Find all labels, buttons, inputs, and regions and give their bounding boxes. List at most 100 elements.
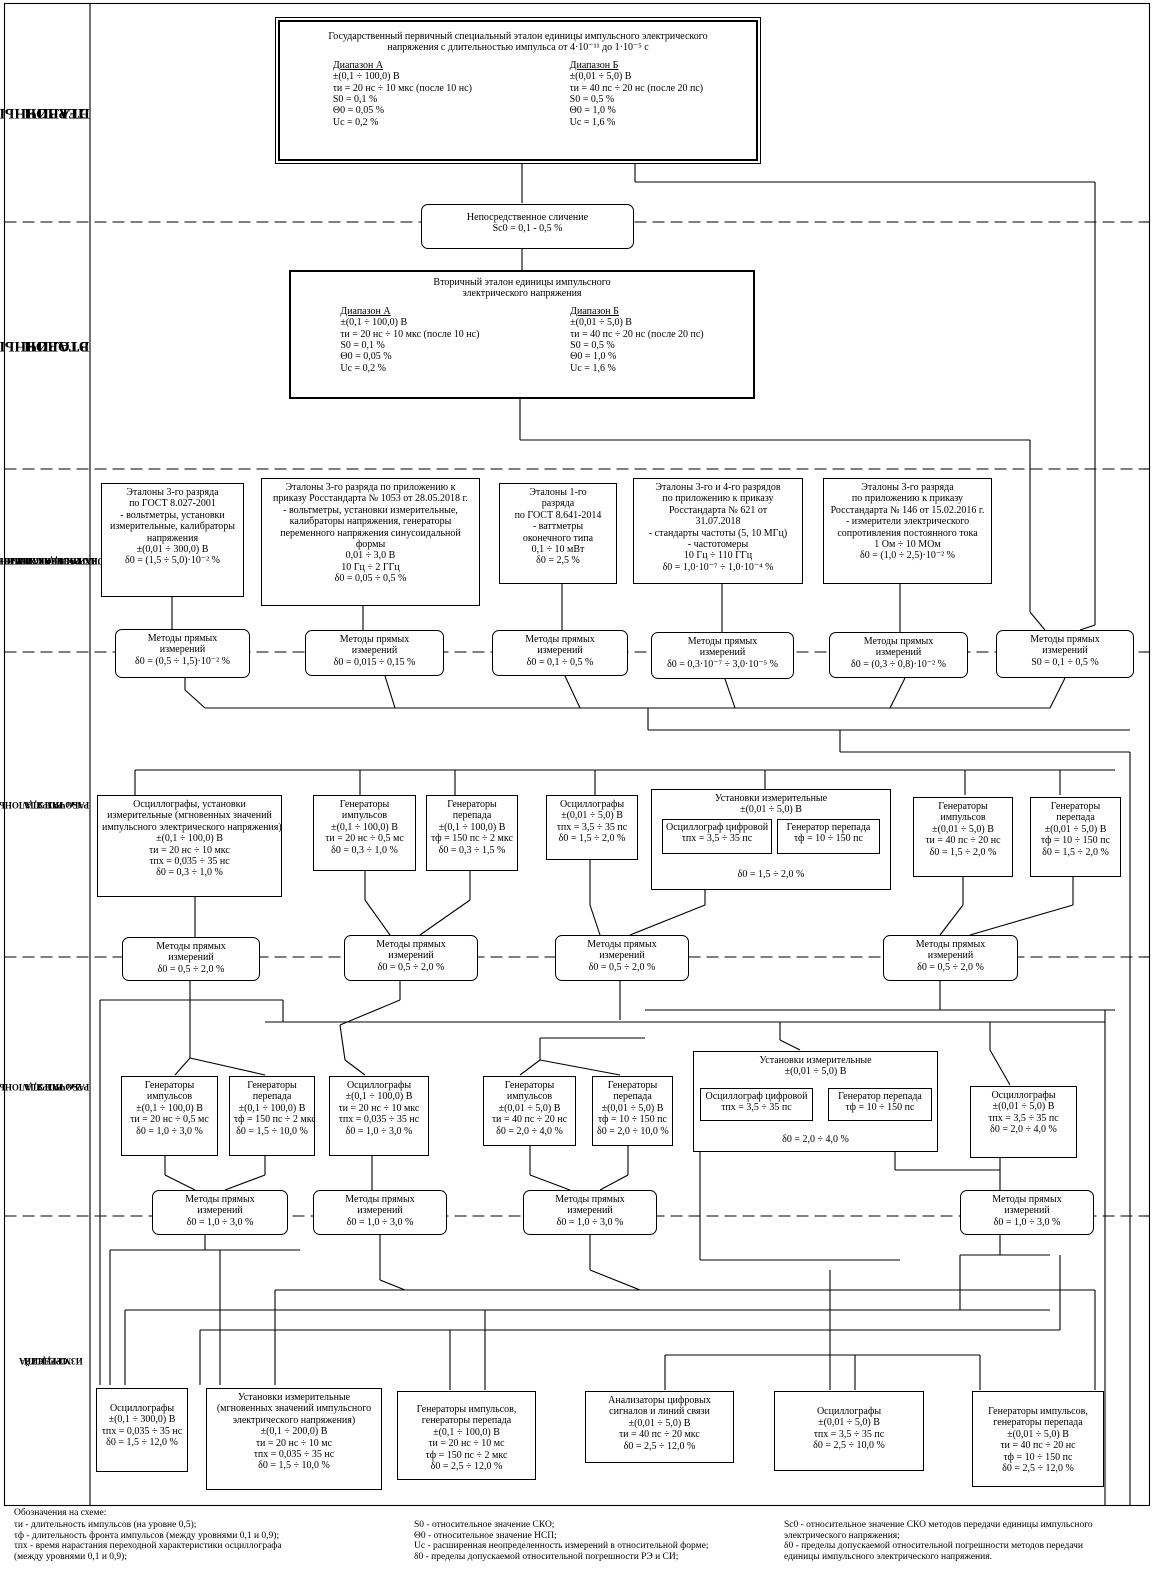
box-line: δ0 = 0,3 ÷ 1,5 % (438, 844, 506, 856)
range-line: τи = 40 пс ÷ 20 нс (после 20 пс) (570, 328, 704, 340)
box-line: ±(0,1 ÷ 100,0) В (345, 1091, 413, 1103)
level-label-line: ИЗМЕРЕНИЙ (23, 1355, 83, 1366)
box-line: 10 Гц ÷ 2 ГГц (341, 561, 400, 573)
box-line: Генераторы (144, 1080, 195, 1091)
legend-line: Sc0 - относительное значение СКО методов… (784, 1520, 1093, 1530)
method-line: δ0 = 0,5 ÷ 2,0 % (917, 961, 984, 973)
instrument-generators: Генераторы импульсов,генераторы перепада… (397, 1391, 536, 1480)
box-line: τф = 150 пс ÷ 2 мкс (425, 1449, 508, 1461)
range-line: S0 = 0,1 % (332, 94, 378, 106)
box-line: приказу Росстандарта № 1053 от 28.05.201… (273, 493, 468, 505)
box-line: Эталоны 3-го разряда (126, 487, 219, 498)
level-label-primary: ПЕРВИЧНЫЙЭТАЛОН (0, 5, 90, 221)
range-line: τи = 20 нс ÷ 10 мкс (после 10 нс) (332, 82, 472, 94)
legend-line: δ0 - пределы допускаемой относительной п… (784, 1541, 1084, 1552)
box-line: ±(0,1 ÷ 100,0) В (156, 833, 223, 845)
box-line: τпх = 3,5 ÷ 35 пс (556, 821, 628, 833)
method-line: δ0 = 0,5 ÷ 2,0 % (588, 961, 656, 973)
box-line: ±(0,01 ÷ 5,0) В (818, 1417, 880, 1429)
method-line: измерений (567, 1205, 613, 1217)
box-line: - ваттметры (532, 521, 584, 533)
box-line: ±(0,1 ÷ 100,0) В (433, 1426, 500, 1438)
range-line: Uc = 1,6 % (569, 116, 616, 128)
box-line: τф = 10 ÷ 150 пс (1041, 835, 1110, 847)
method-line: Методы прямых (147, 633, 218, 644)
box-line: калибраторы напряжения, генераторы (289, 516, 452, 528)
box-line: ±(0,1 ÷ 100,0) В (331, 821, 398, 833)
box-line: по ГОСТ 8.027-2001 (129, 498, 216, 510)
method-line: Sc0 = 0,1 - 0,5 % (492, 223, 563, 235)
range-heading: Диапазон Б (569, 59, 619, 71)
box-line: δ0 = 2,5 ÷ 12,0 % (623, 1440, 696, 1452)
box-line: δ0 = 2,0 ÷ 4,0 % (990, 1124, 1057, 1136)
method-line: измерений (927, 950, 974, 962)
range-line: τи = 20 нс ÷ 10 мкс (после 10 нс) (340, 328, 480, 340)
box-line: τи = 20 нс ÷ 10 мкс (149, 844, 230, 856)
legend-line: τи - длительность импульсов (на уровне 0… (14, 1520, 197, 1530)
box-line: ±(0,1 ÷ 100,0) В (438, 821, 506, 833)
box-line: τпх = 3,5 ÷ 35 пс (988, 1112, 1059, 1124)
rank2-measuring-installation: Установки измерительные±(0,01 ÷ 5,0) В О… (693, 1051, 938, 1152)
method-line: δ0 = 1,0 ÷ 3,0 % (346, 1216, 414, 1228)
box-line: импульсов (940, 812, 986, 824)
secondary-title-line: электрического напряжения (462, 288, 582, 300)
legend-line: (между уровнями 0,1 и 0,9); (14, 1551, 127, 1562)
legend-column-3: Sc0 - относительное значение СКО методов… (784, 1520, 1139, 1562)
box-line: Генератор перепада (838, 1091, 922, 1102)
range-line: ±(0,1 ÷ 100,0) В (332, 71, 400, 83)
box-line: формы (355, 539, 386, 551)
box-line: δ0 = 0,3 ÷ 1,0 % (331, 844, 398, 856)
box-line: Генераторы импульсов, (416, 1404, 517, 1415)
box-line: перепада (613, 1091, 652, 1103)
range-line: Uc = 0,2 % (332, 116, 379, 128)
legend-line: τпх - время нарастания переходной характ… (14, 1541, 282, 1552)
box-line: Установки измерительные (759, 1055, 872, 1066)
box-line: ±(0,01 ÷ 5,0) В (561, 810, 623, 822)
level-label-line: ЭТАЛОН (24, 337, 90, 354)
rank1-measuring-installation: Установки измерительные±(0,01 ÷ 5,0) В О… (651, 789, 891, 890)
box-line: ±(0,1 ÷ 100,0) В (238, 1102, 306, 1114)
legend-line: S0 - относительное значение СКО; (414, 1520, 555, 1530)
box-line: δ0 = 1,5 ÷ 10,0 % (236, 1125, 308, 1137)
box-line: Эталоны 3-го разряда по приложению к (285, 482, 456, 493)
box-line: δ0 = 2,5 % (536, 555, 580, 567)
box-line: Генераторы (339, 799, 390, 810)
box-line: ±(0,01 ÷ 5,0) В (740, 804, 802, 816)
method-line: δ0 = (0,5 ÷ 1,5)·10⁻² % (135, 655, 230, 667)
range-line: ±(0,01 ÷ 5,0) В (569, 71, 632, 83)
box-line: Генераторы (504, 1080, 555, 1091)
range-heading: Диапазон А (332, 59, 384, 71)
box-line: напряжения (146, 532, 199, 544)
box-line: Эталоны 3-го разряда (861, 482, 954, 493)
box-line: Эталоны 3-го и 4-го разрядов (655, 482, 781, 493)
box-line: δ0 = 1,5 ÷ 12,0 % (106, 1437, 178, 1449)
primary-title-line: Государственный первичный специальный эт… (328, 31, 708, 42)
box-line: τи = 40 пс ÷ 20 нс (491, 1114, 568, 1126)
range-line: Θ0 = 0,05 % (332, 105, 385, 117)
range-line: S0 = 0,5 % (569, 94, 615, 106)
method-line: δ0 = 1,0 ÷ 3,0 % (556, 1216, 624, 1228)
box-line: Генераторы (247, 1080, 297, 1091)
box-line: δ0 = 1,0 ÷ 3,0 % (136, 1125, 203, 1137)
box-line: Генераторы (447, 799, 497, 810)
box-line: 1 Ом ÷ 10 МОм (874, 539, 941, 551)
box-line: τи = 40 пс ÷ 20 нс (925, 835, 1001, 847)
box-line: импульсов (506, 1091, 553, 1103)
box-line: Установки измерительные (714, 793, 828, 804)
box-line: Осциллограф цифровой (705, 1091, 808, 1102)
box-line: (мгновенных значений импульсного (216, 1403, 372, 1415)
box-line: Генератор перепада (786, 822, 871, 833)
